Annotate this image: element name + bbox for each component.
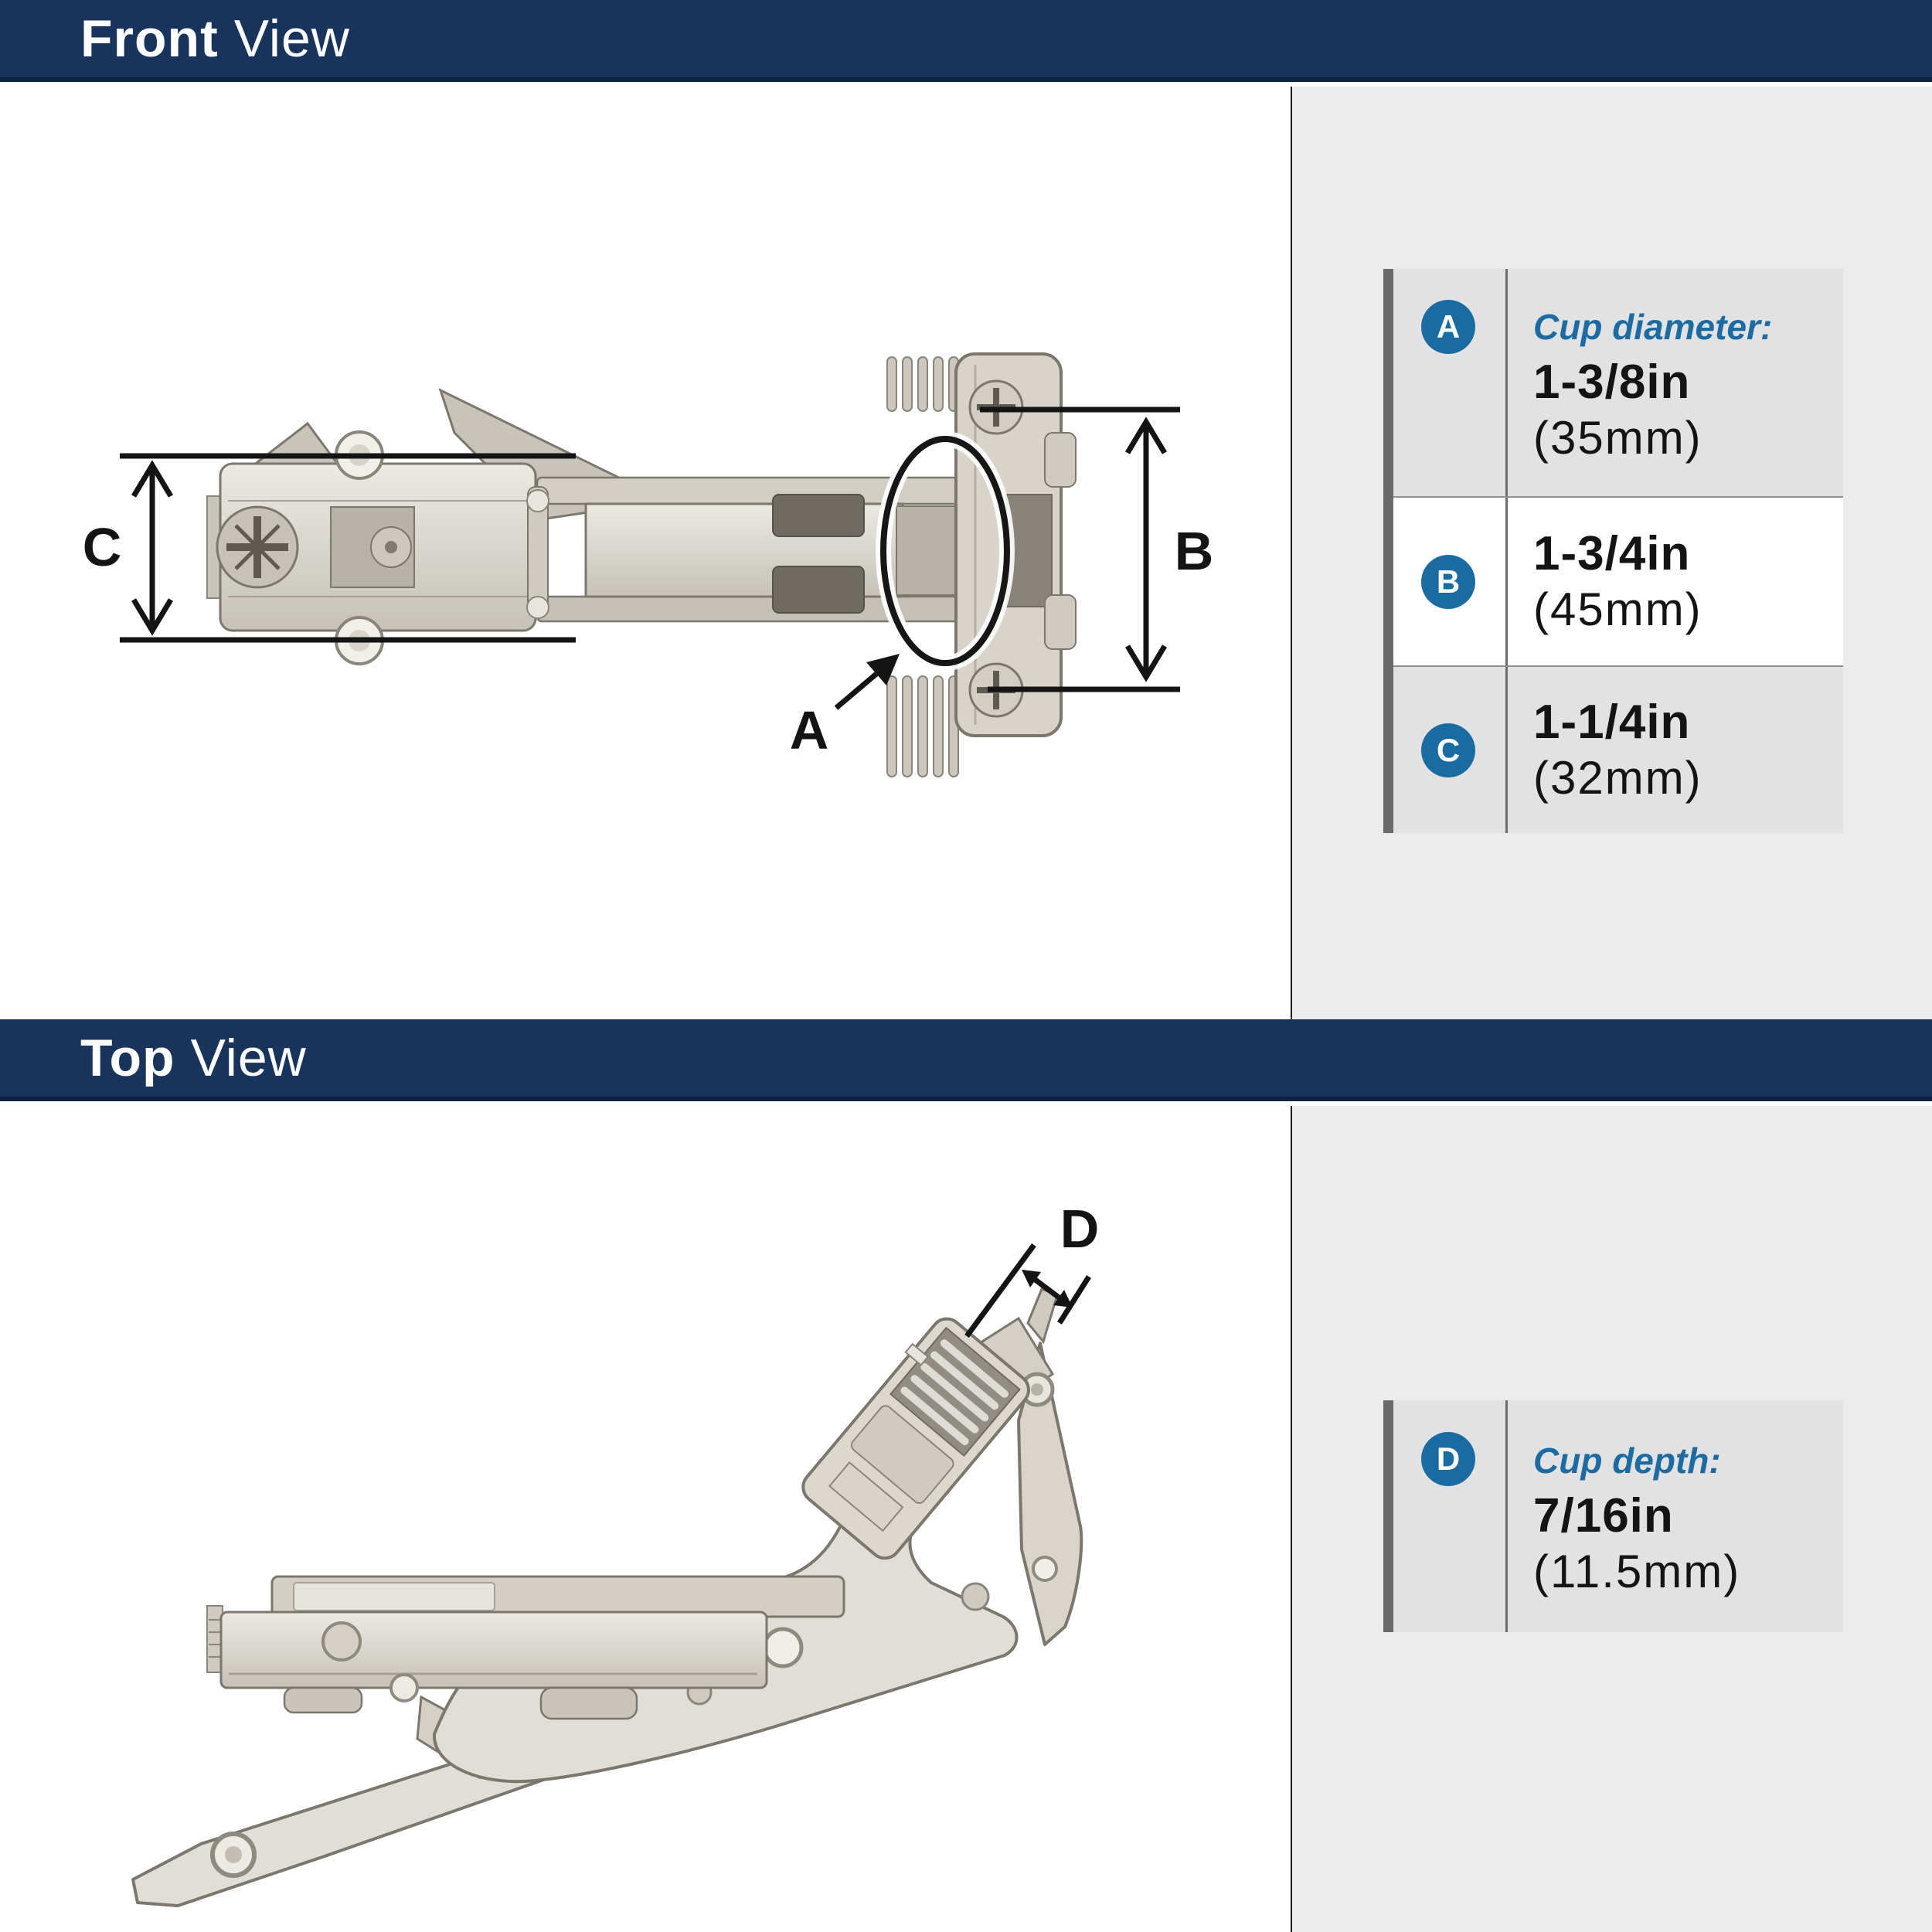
front-hinge-illustration: [206, 352, 1077, 777]
row-d-metric: (11.5mm): [1533, 1546, 1741, 1597]
dim-label-a: A: [790, 700, 829, 760]
front-view-header: Front View: [0, 0, 1932, 82]
dim-b-lines: [980, 406, 1180, 692]
dim-label-c: C: [83, 517, 122, 577]
row-c-metric: (32mm): [1533, 751, 1702, 804]
front-dimensions-table: A Cup diameter: 1-3/8in (35mm) B 1-3/4in…: [1383, 269, 1843, 833]
dim-a-callout: [834, 431, 1015, 710]
panel-divider-bottom: [1291, 1106, 1292, 1932]
table-row-c: C 1-1/4in (32mm): [1393, 665, 1843, 833]
badge-c: C: [1421, 723, 1475, 777]
row-d-value: 7/16in: [1533, 1489, 1674, 1543]
row-a-value: 1-3/8in: [1533, 355, 1691, 409]
dim-d-callout: [964, 1243, 1091, 1338]
front-view-title-bold: Front: [80, 9, 219, 68]
top-hinge-illustration: [131, 1287, 1083, 1907]
top-view-title-bold: Top: [80, 1029, 175, 1087]
value-cell: 1-1/4in (32mm): [1505, 667, 1843, 833]
row-d-label: Cup depth:: [1533, 1440, 1721, 1481]
badge-b: B: [1421, 555, 1475, 609]
badge-cell: A: [1393, 269, 1505, 496]
badge-cell: B: [1393, 498, 1505, 665]
table-row-d: D Cup depth: 7/16in (11.5mm): [1393, 1400, 1843, 1632]
dim-c-lines: [120, 453, 576, 643]
value-cell: Cup diameter: 1-3/8in (35mm): [1505, 269, 1843, 496]
top-view-header: Top View: [0, 1019, 1932, 1101]
table-row-b: B 1-3/4in (45mm): [1393, 496, 1843, 665]
row-a-metric: (35mm): [1533, 412, 1702, 464]
dim-label-b: B: [1175, 521, 1214, 581]
badge-cell: D: [1393, 1400, 1505, 1632]
value-cell: Cup depth: 7/16in (11.5mm): [1505, 1400, 1843, 1632]
top-view-title-light: View: [190, 1029, 307, 1087]
row-c-value: 1-1/4in: [1533, 695, 1691, 749]
top-dimensions-table: D Cup depth: 7/16in (11.5mm): [1383, 1400, 1843, 1632]
front-view-title-light: View: [233, 9, 350, 68]
table-accent-bar: [1383, 1400, 1393, 1632]
badge-d: D: [1421, 1432, 1475, 1486]
row-a-label: Cup diameter:: [1533, 307, 1773, 347]
badge-a: A: [1421, 300, 1475, 354]
panel-divider-top: [1291, 87, 1292, 1019]
row-b-metric: (45mm): [1533, 583, 1702, 635]
value-cell: 1-3/4in (45mm): [1505, 498, 1843, 665]
dim-label-d: D: [1060, 1199, 1100, 1259]
table-row-a: A Cup diameter: 1-3/8in (35mm): [1393, 269, 1843, 496]
table-accent-bar: [1383, 269, 1393, 833]
row-b-value: 1-3/4in: [1533, 526, 1691, 580]
badge-cell: C: [1393, 667, 1505, 833]
